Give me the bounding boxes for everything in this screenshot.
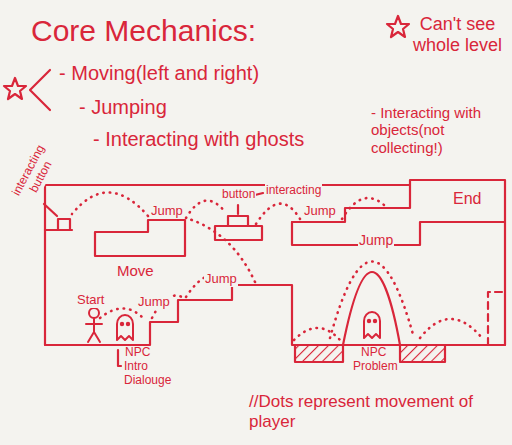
zone-label: Start	[76, 293, 105, 308]
dashed-wall	[488, 292, 505, 345]
callout-label: interacting	[265, 184, 322, 198]
zone-label: End	[452, 190, 482, 208]
npc-label: Intro Dialouge	[123, 360, 181, 388]
ghost-npc	[364, 312, 380, 338]
leader-line	[237, 205, 239, 214]
npc-label: Problem	[352, 360, 399, 374]
mechanic-item: - Interacting with ghosts	[92, 128, 305, 151]
action-label: Jump	[303, 204, 337, 219]
action-label: Jump	[204, 272, 238, 287]
leader-line	[118, 350, 121, 366]
platform	[292, 222, 505, 245]
mountain	[343, 272, 400, 345]
movement-path	[256, 204, 300, 224]
movement-path	[342, 198, 384, 219]
action-label: Move	[116, 262, 155, 279]
leader-line	[44, 204, 57, 216]
bracket	[30, 70, 50, 110]
level-frame	[45, 180, 505, 345]
platform	[215, 226, 262, 240]
title: Core Mechanics:	[30, 14, 257, 49]
button-object	[58, 219, 70, 230]
platform	[95, 220, 185, 256]
movement-path	[330, 262, 414, 339]
npc-label: NPC	[124, 346, 151, 360]
floor	[45, 285, 505, 345]
player-figure	[86, 308, 102, 342]
movement-path	[100, 308, 145, 320]
callout-label: button	[221, 188, 256, 202]
button-object	[228, 216, 248, 226]
note: Can't see whole level	[410, 14, 505, 55]
hazard	[295, 345, 343, 362]
movement-path	[186, 201, 226, 218]
footnote: //Dots represent movement of player	[248, 392, 478, 431]
hazard	[400, 345, 445, 362]
mechanic-item: - Jumping	[78, 96, 168, 119]
ghost-npc	[117, 315, 133, 340]
movement-path	[294, 328, 340, 340]
movement-path	[72, 192, 148, 216]
movement-path	[420, 319, 482, 338]
callout-label: interacting button	[7, 138, 62, 209]
star-mark	[4, 78, 26, 99]
action-label: Jump	[137, 295, 171, 310]
star-mark	[387, 16, 409, 37]
action-label: Jump	[358, 232, 394, 248]
action-label: Jump	[150, 204, 184, 219]
note: - Interacting with objects(not collectin…	[370, 104, 504, 156]
mechanic-item: - Moving(left and right)	[58, 62, 260, 85]
npc-label: NPC	[360, 346, 387, 360]
